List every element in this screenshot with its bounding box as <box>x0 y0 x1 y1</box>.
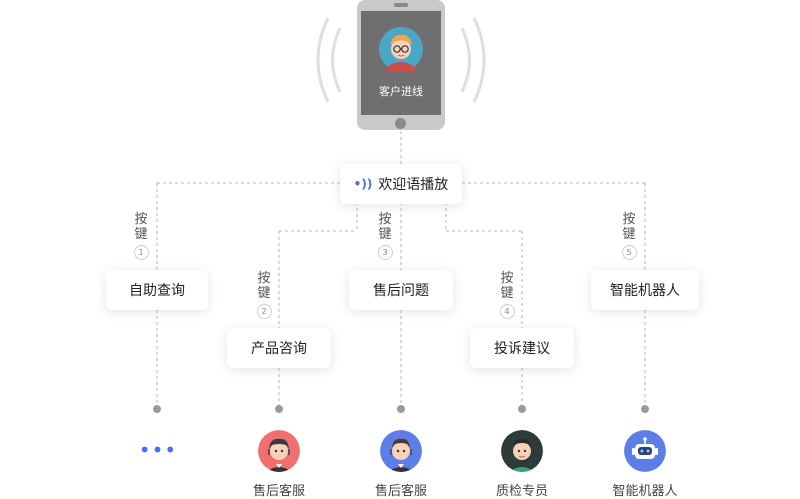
key-label-5: 按键 5 <box>619 212 639 260</box>
option-self-service[interactable]: 自助查询 <box>106 270 208 310</box>
endpoint-label-after-sales-2: 售后客服 <box>374 484 427 499</box>
phone-label: 客户进线 <box>379 85 423 98</box>
phone-speaker <box>394 3 408 7</box>
inspector-avatar-icon <box>501 430 543 472</box>
endpoint-label-robot: 智能机器人 <box>612 484 678 499</box>
agent-avatar-icon <box>380 430 422 472</box>
customer-avatar-icon <box>379 27 423 71</box>
more-dots-icon: ••• <box>138 438 178 462</box>
option-after-sales-issue[interactable]: 售后问题 <box>349 270 453 310</box>
signal-arcs <box>316 17 486 103</box>
key-label-2: 按键 2 <box>254 271 274 319</box>
robot-icon <box>624 430 666 472</box>
endpoint-dots <box>153 405 649 413</box>
key-label-1: 按键 1 <box>131 212 151 260</box>
key-label-3: 按键 3 <box>375 212 395 260</box>
welcome-node[interactable]: •)) 欢迎语播放 <box>340 164 462 204</box>
phone-home-button <box>395 118 406 129</box>
phone-screen: 客户进线 <box>361 11 441 115</box>
option-smart-robot[interactable]: 智能机器人 <box>591 270 699 310</box>
sound-wave-icon: •)) <box>353 177 373 191</box>
welcome-label: 欢迎语播放 <box>378 177 449 193</box>
endpoint-label-qa: 质检专员 <box>495 484 548 499</box>
key-label-4: 按键 4 <box>497 271 517 319</box>
phone-device: 客户进线 <box>357 0 445 130</box>
agent-avatar-icon <box>258 430 300 472</box>
option-complaint[interactable]: 投诉建议 <box>470 328 574 368</box>
endpoint-label-after-sales-1: 售后客服 <box>252 484 305 499</box>
option-product-consult[interactable]: 产品咨询 <box>227 328 331 368</box>
